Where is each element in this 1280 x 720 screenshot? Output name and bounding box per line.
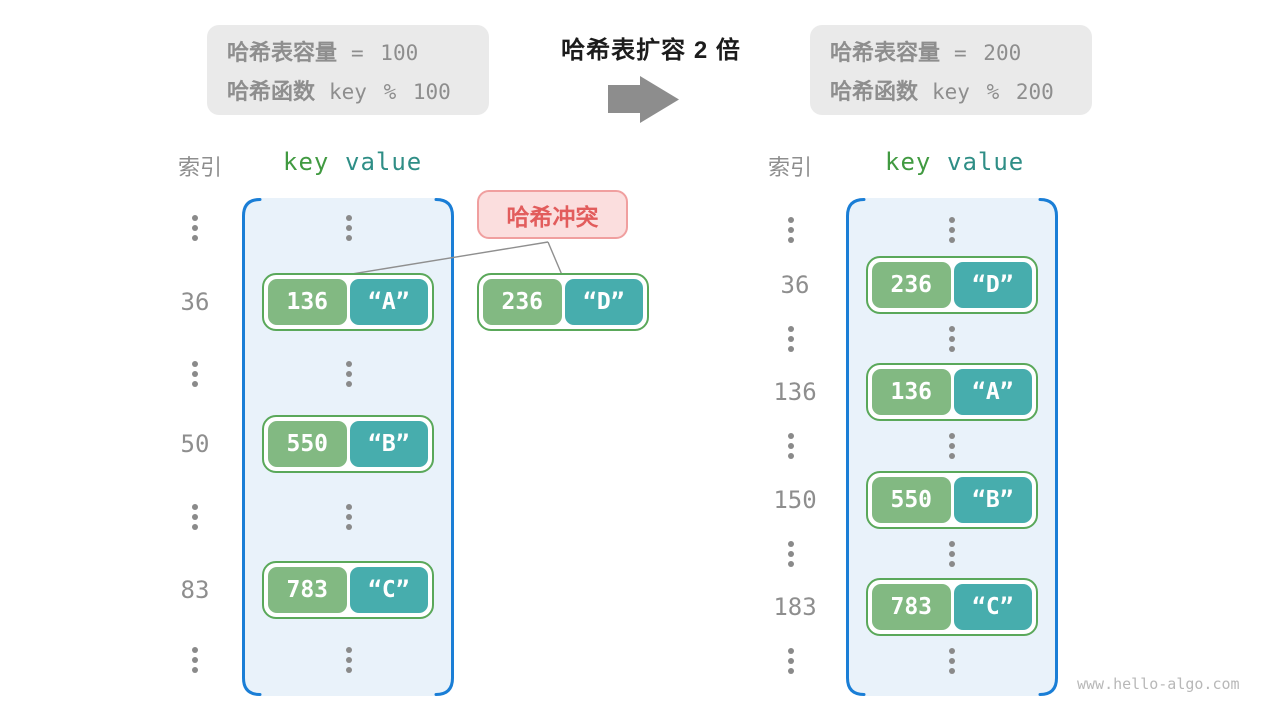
capacity-label: 哈希表容量 — [227, 39, 338, 65]
pair-550-B: 550 “B” — [866, 471, 1038, 529]
capacity-label: 哈希表容量 — [830, 39, 941, 65]
hash-function-label: 哈希函数 — [830, 78, 919, 104]
watermark: www.hello-algo.com — [1077, 675, 1240, 693]
ellipsis-dots — [346, 504, 352, 530]
ellipsis-dots — [192, 647, 198, 673]
ellipsis-dots — [788, 648, 794, 674]
key-cell: 136 — [872, 369, 951, 415]
ellipsis-dots — [949, 217, 955, 243]
index-header-after: 索引 — [768, 155, 813, 180]
ellipsis-dots — [788, 541, 794, 567]
index-label: 150 — [773, 486, 817, 514]
ellipsis-dots — [346, 215, 352, 241]
ellipsis-dots — [192, 215, 198, 241]
value-header-before: value — [345, 148, 423, 176]
index-label: 183 — [773, 593, 817, 621]
ellipsis-dots — [949, 648, 955, 674]
hash-function-label: 哈希函数 — [227, 78, 316, 104]
capacity-row: 哈希表容量 = 100 — [227, 35, 489, 67]
key-cell: 783 — [872, 584, 951, 630]
pair-136-A: 136 “A” — [262, 273, 434, 331]
key-cell: 783 — [268, 567, 347, 613]
index-header-before: 索引 — [178, 155, 223, 180]
value-cell: “D” — [953, 262, 1032, 308]
value-cell: “C” — [953, 584, 1032, 630]
index-label: 36 — [780, 271, 810, 299]
value-cell: “B” — [953, 477, 1032, 523]
value-cell: “A” — [349, 279, 428, 325]
hash-function-value: key % 200 — [932, 79, 1054, 104]
ellipsis-dots — [949, 433, 955, 459]
ellipsis-dots — [346, 361, 352, 387]
index-label: 50 — [180, 430, 210, 458]
ellipsis-dots — [192, 361, 198, 387]
index-label: 36 — [180, 288, 210, 316]
hash-function-row: 哈希函数 key % 100 — [227, 74, 489, 106]
key-header-before: key — [283, 148, 330, 176]
info-box-after: 哈希表容量 = 200 哈希函数 key % 200 — [810, 25, 1092, 115]
pair-236-D: 236 “D” — [866, 256, 1038, 314]
right-arrow-icon — [608, 76, 679, 123]
hash-function-value: key % 100 — [329, 79, 451, 104]
ellipsis-dots — [346, 647, 352, 673]
bucket-bracket-border — [846, 198, 1058, 696]
pair-783-C: 783 “C” — [262, 561, 434, 619]
key-cell: 236 — [872, 262, 951, 308]
capacity-row: 哈希表容量 = 200 — [830, 35, 1092, 67]
ellipsis-dots — [949, 326, 955, 352]
ellipsis-dots — [788, 433, 794, 459]
ellipsis-dots — [949, 541, 955, 567]
key-cell: 136 — [268, 279, 347, 325]
pair-550-B: 550 “B” — [262, 415, 434, 473]
ellipsis-dots — [788, 217, 794, 243]
value-cell: “D” — [564, 279, 643, 325]
pair-136-A: 136 “A” — [866, 363, 1038, 421]
value-cell: “B” — [349, 421, 428, 467]
ellipsis-dots — [192, 504, 198, 530]
capacity-value: = 100 — [351, 40, 419, 65]
capacity-value: = 200 — [954, 40, 1022, 65]
pair-783-C: 783 “C” — [866, 578, 1038, 636]
value-cell: “C” — [349, 567, 428, 613]
hash-collision-callout: 哈希冲突 — [477, 190, 628, 239]
value-cell: “A” — [953, 369, 1032, 415]
index-label: 83 — [180, 576, 210, 604]
hash-function-row: 哈希函数 key % 200 — [830, 74, 1092, 106]
key-cell: 550 — [872, 477, 951, 523]
pair-236-D-colliding: 236 “D” — [477, 273, 649, 331]
value-header-after: value — [947, 148, 1025, 176]
info-box-before: 哈希表容量 = 100 哈希函数 key % 100 — [207, 25, 489, 115]
key-cell: 236 — [483, 279, 562, 325]
index-label: 136 — [773, 378, 817, 406]
bucket-bracket-border — [242, 198, 454, 696]
expansion-title: 哈希表扩容 2 倍 — [561, 37, 741, 64]
ellipsis-dots — [788, 326, 794, 352]
key-cell: 550 — [268, 421, 347, 467]
key-header-after: key — [885, 148, 932, 176]
